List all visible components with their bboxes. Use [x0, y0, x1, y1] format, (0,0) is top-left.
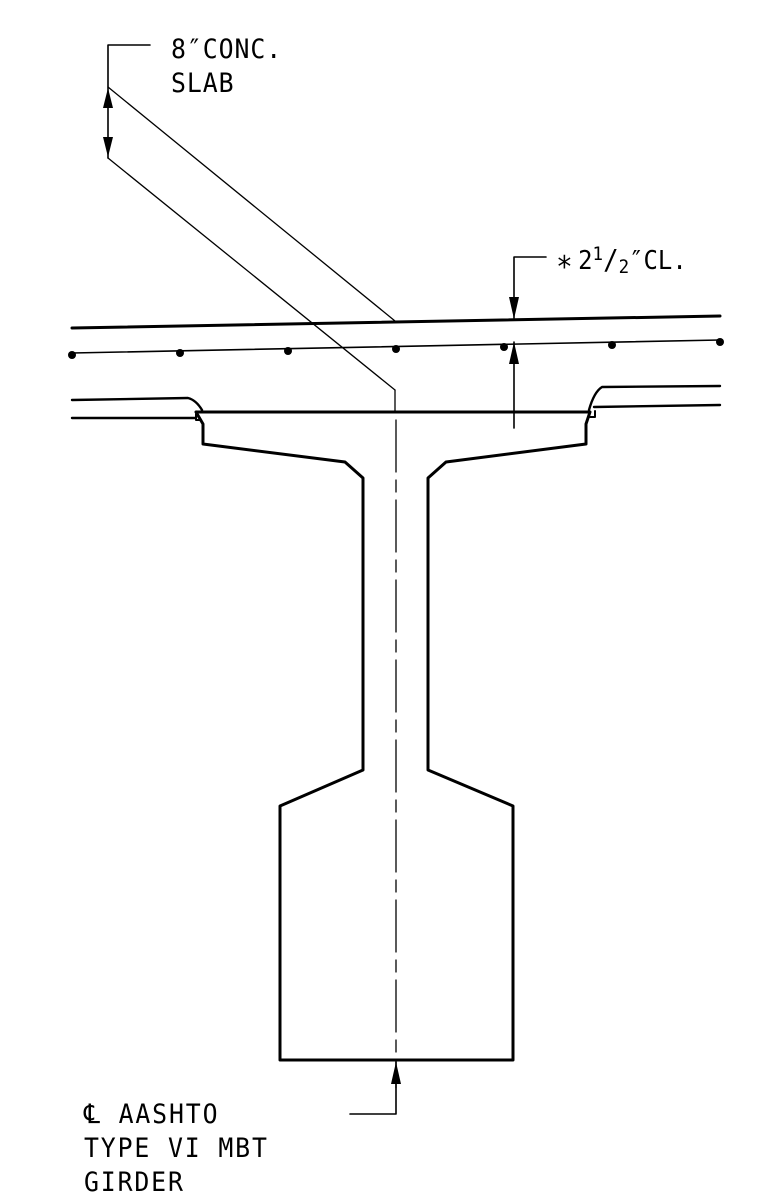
- cover-unit: ″CL.: [629, 246, 687, 276]
- girder-outline: [194, 410, 592, 1062]
- clear-cover-label: ∗21/2″CL.: [556, 243, 687, 278]
- slab-thickness-leader: [107, 86, 396, 413]
- rebar-dot: [392, 345, 400, 353]
- cover-whole: 2: [578, 246, 593, 276]
- cover-numerator: 1: [592, 243, 604, 265]
- cover-denominator: 2: [618, 256, 630, 278]
- girder-label-line1: ℄ AASHTO: [84, 1101, 219, 1128]
- centerline-leader: [349, 1061, 397, 1115]
- bearing-pad-left: [195, 413, 202, 421]
- girder-label-line3: GIRDER: [84, 1167, 185, 1198]
- cover-slash: /: [603, 243, 619, 276]
- centerline-arrowhead: [391, 1062, 401, 1084]
- rebar-dot: [716, 338, 724, 346]
- left-slab-soffit: [70, 396, 204, 420]
- clear-cover-dimension: [513, 256, 547, 429]
- slab-arrowhead-top: [103, 88, 113, 108]
- cover-arrowhead-up: [509, 342, 519, 364]
- slab-thickness-label: 8″CONC.: [171, 34, 283, 65]
- rebar-dot: [176, 349, 184, 357]
- asterisk-icon: ∗: [556, 244, 573, 279]
- cover-arrowhead-down: [509, 297, 519, 319]
- slab-label: SLAB: [171, 68, 235, 99]
- rebar-dots: [68, 338, 724, 359]
- rebar-dot: [68, 351, 76, 359]
- rebar-dot: [284, 347, 292, 355]
- bearing-pad-right: [589, 410, 596, 418]
- girder-label-line2: TYPE VI MBT: [84, 1133, 269, 1164]
- girder-standard: AASHTO: [101, 1099, 220, 1130]
- right-slab-soffit: [587, 384, 722, 412]
- rebar-dot: [608, 341, 616, 349]
- centerline-icon: ℄: [84, 1099, 102, 1130]
- slab-top-surface: [70, 314, 722, 330]
- slab-arrowhead-bottom: [103, 137, 113, 157]
- rebar-dot: [500, 343, 508, 351]
- slab-dimension-arrow: [107, 44, 151, 159]
